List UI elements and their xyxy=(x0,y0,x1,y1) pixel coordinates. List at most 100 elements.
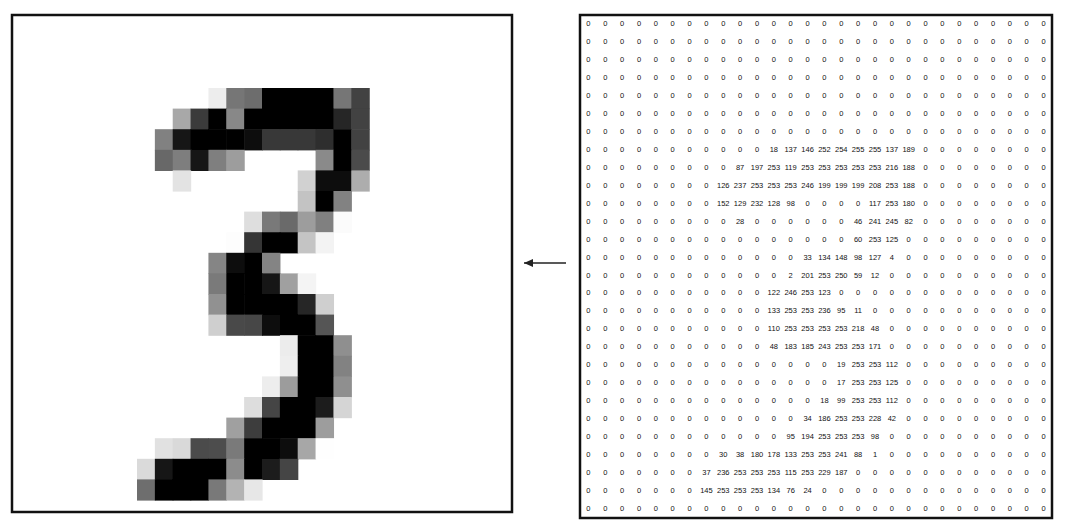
pixel-value: 253 xyxy=(883,195,900,213)
digit-pixel xyxy=(244,253,262,274)
pixel-value: 0 xyxy=(698,69,715,87)
pixel-value: 0 xyxy=(951,231,968,249)
pixel-value: 0 xyxy=(782,249,799,267)
pixel-value: 253 xyxy=(816,159,833,177)
pixel-value: 0 xyxy=(631,392,648,410)
pixel-value: 0 xyxy=(664,123,681,141)
pixel-value: 0 xyxy=(732,15,749,33)
digit-pixel xyxy=(262,459,280,480)
pixel-value: 0 xyxy=(664,159,681,177)
digit-pixel xyxy=(316,356,334,377)
pixel-value: 0 xyxy=(647,195,664,213)
pixel-value: 112 xyxy=(883,392,900,410)
pixel-value: 0 xyxy=(917,302,934,320)
pixel-value: 0 xyxy=(1001,177,1018,195)
pixel-value: 253 xyxy=(799,284,816,302)
pixel-value: 0 xyxy=(664,482,681,500)
digit-pixel xyxy=(351,88,369,109)
digit-pixel xyxy=(280,232,298,253)
pixel-value: 0 xyxy=(900,249,917,267)
digit-pixel xyxy=(208,315,226,336)
pixel-value: 0 xyxy=(917,195,934,213)
pixel-value: 0 xyxy=(681,428,698,446)
pixel-value: 0 xyxy=(934,392,951,410)
pixel-value: 0 xyxy=(698,33,715,51)
pixel-value: 0 xyxy=(900,69,917,87)
pixel-value: 0 xyxy=(664,374,681,392)
pixel-value: 0 xyxy=(681,51,698,69)
pixel-value: 0 xyxy=(1035,374,1052,392)
pixel-value: 199 xyxy=(833,177,850,195)
pixel-value: 0 xyxy=(1018,482,1035,500)
pixel-value: 0 xyxy=(732,284,749,302)
pixel-value: 46 xyxy=(850,213,867,231)
pixel-value: 0 xyxy=(934,356,951,374)
pixel-value: 0 xyxy=(968,123,985,141)
pixel-value: 0 xyxy=(951,500,968,518)
pixel-value: 0 xyxy=(749,33,766,51)
pixel-value: 0 xyxy=(715,284,732,302)
pixel-value: 0 xyxy=(883,123,900,141)
digit-pixel xyxy=(280,294,298,315)
pixel-value: 0 xyxy=(597,105,614,123)
pixel-value: 30 xyxy=(715,446,732,464)
pixel-value: 0 xyxy=(985,446,1002,464)
pixel-value: 0 xyxy=(934,446,951,464)
pixel-value: 0 xyxy=(883,267,900,285)
pixel-value: 127 xyxy=(867,249,884,267)
pixel-value: 115 xyxy=(782,464,799,482)
digit-pixel xyxy=(316,376,334,397)
pixel-value: 0 xyxy=(715,231,732,249)
digit-pixel xyxy=(244,479,262,500)
pixel-value: 0 xyxy=(833,51,850,69)
pixel-value: 0 xyxy=(934,231,951,249)
pixel-value: 0 xyxy=(647,267,664,285)
digit-pixel xyxy=(262,253,280,274)
pixel-value: 42 xyxy=(883,410,900,428)
pixel-value: 119 xyxy=(782,159,799,177)
digit-pixel xyxy=(316,397,334,418)
digit-pixel xyxy=(280,273,298,294)
pixel-value: 0 xyxy=(934,177,951,195)
digit-pixel xyxy=(226,438,244,459)
digit-pixel xyxy=(244,88,262,109)
pixel-value: 0 xyxy=(900,123,917,141)
digit-pixel xyxy=(280,397,298,418)
pixel-value: 0 xyxy=(681,69,698,87)
pixel-value: 0 xyxy=(580,446,597,464)
pixel-value: 0 xyxy=(597,249,614,267)
pixel-value: 0 xyxy=(782,500,799,518)
pixel-value: 0 xyxy=(765,87,782,105)
pixel-value: 0 xyxy=(1035,141,1052,159)
pixel-value: 0 xyxy=(1001,87,1018,105)
digit-pixel xyxy=(244,459,262,480)
pixel-value: 199 xyxy=(850,177,867,195)
digit-pixel xyxy=(208,294,226,315)
pixel-value: 0 xyxy=(698,338,715,356)
pixel-value: 0 xyxy=(1018,69,1035,87)
pixel-value: 0 xyxy=(883,87,900,105)
pixel-value: 0 xyxy=(614,15,631,33)
pixel-value: 0 xyxy=(580,123,597,141)
pixel-value: 0 xyxy=(1001,105,1018,123)
pixel-value: 0 xyxy=(1018,159,1035,177)
pixel-value: 0 xyxy=(580,356,597,374)
pixel-value: 0 xyxy=(934,338,951,356)
pixel-value: 0 xyxy=(850,195,867,213)
pixel-value: 0 xyxy=(698,500,715,518)
pixel-value: 0 xyxy=(1018,123,1035,141)
pixel-value: 48 xyxy=(867,320,884,338)
pixel-value: 0 xyxy=(647,428,664,446)
pixel-value: 0 xyxy=(647,249,664,267)
pixel-value: 4 xyxy=(883,249,900,267)
pixel-value: 0 xyxy=(749,356,766,374)
pixel-value: 0 xyxy=(715,320,732,338)
pixel-value: 88 xyxy=(850,446,867,464)
pixel-value: 183 xyxy=(782,338,799,356)
pixel-value: 87 xyxy=(732,159,749,177)
pixel-value: 0 xyxy=(715,33,732,51)
pixel-value: 0 xyxy=(732,123,749,141)
pixel-value: 0 xyxy=(765,374,782,392)
pixel-value: 0 xyxy=(1001,267,1018,285)
pixel-value: 0 xyxy=(1035,410,1052,428)
